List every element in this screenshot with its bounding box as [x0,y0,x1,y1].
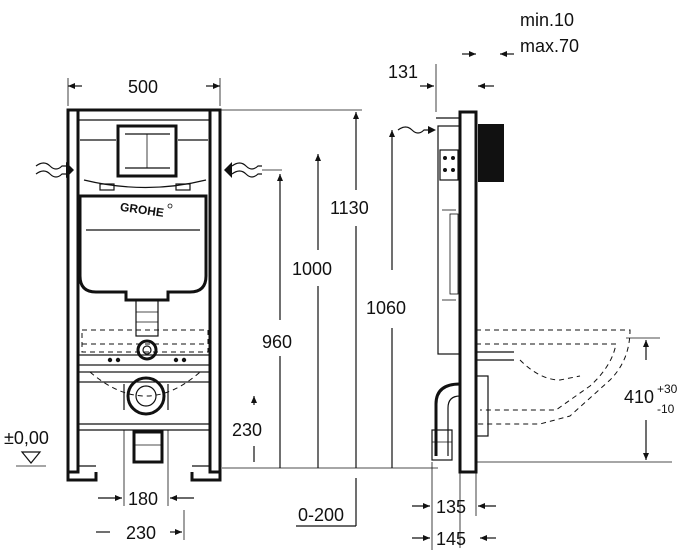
dim-height-960: 960 [262,332,292,352]
waste-outlet-housing [77,371,211,383]
dim-height-410: 410 [624,387,654,407]
side-cistern [437,125,461,355]
brand-logo-text: GROHE [119,200,165,220]
zero-level-marker [20,451,42,464]
dim-depth-131: 131 [388,62,418,82]
dim-max-70: max.70 [520,36,579,56]
dim-height-230: 230 [232,420,262,440]
front-dimensions: 500 1130 1000 960 230 ±0,00 180 230 [4,77,369,543]
dim-depth-135: 135 [436,497,466,517]
water-inlet-left [35,162,66,170]
frame-right-post [208,108,222,474]
side-actuator [478,124,504,182]
side-dimensions: min.10 max.70 131 1060 0-200 410 +30 -10 [296,10,678,550]
dim-range-0-200: 0-200 [298,505,344,525]
flush-pipe [135,299,159,337]
toilet-pan-outline [476,329,631,425]
dim-width-230: 230 [126,523,156,543]
waste-outlet [126,376,166,416]
water-inlet-right [231,162,262,170]
side-frame [458,110,478,474]
actuator-plate [116,124,178,178]
flush-outlet [136,339,158,361]
pan-outline-front [81,329,209,353]
side-view [397,110,631,474]
dim-height-1060: 1060 [366,298,406,318]
tolerance-minus: -10 [657,402,675,416]
frame-right-foot [190,472,222,482]
side-waste-pipe [434,382,461,456]
dim-width-180: 180 [128,489,158,509]
dim-height-1000: 1000 [292,259,332,279]
frame-left-foot [66,472,98,482]
tolerance-plus: +30 [657,382,678,396]
side-water-inlet [397,126,428,134]
frame-left-post [66,108,80,474]
dim-min-10: min.10 [520,10,574,30]
front-view: GROHE [35,108,282,482]
waste-elbow [132,430,164,464]
dim-height-1130: 1130 [330,198,369,218]
dim-width-500: 500 [128,77,158,97]
zero-level-label: ±0,00 [4,428,49,448]
cistern-body [78,194,208,302]
dim-depth-145: 145 [436,529,466,549]
